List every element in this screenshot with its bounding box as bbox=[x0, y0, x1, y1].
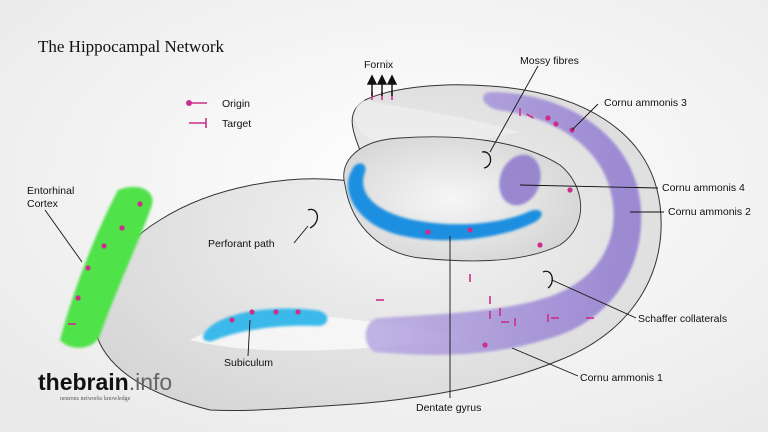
diagram-title: The Hippocampal Network bbox=[38, 37, 224, 56]
origin-dot bbox=[273, 309, 279, 315]
target-tick bbox=[526, 113, 534, 119]
bundle-rings bbox=[307, 151, 553, 289]
cornu-ammonis-2-label: Cornu ammonis 2 bbox=[668, 206, 751, 218]
origin-dot bbox=[229, 317, 235, 323]
origin-dot bbox=[137, 201, 143, 207]
schaffer-ring bbox=[542, 270, 553, 289]
cornu-ammonis-1-label: Cornu ammonis 1 bbox=[580, 372, 663, 384]
target-markers bbox=[68, 92, 594, 326]
fornix-label: Fornix bbox=[364, 59, 394, 71]
mossy-ring bbox=[481, 151, 492, 169]
origin-dot bbox=[553, 121, 559, 127]
dentate-gyrus-label: Dentate gyrus bbox=[416, 402, 481, 414]
legend: Origin Target bbox=[186, 98, 251, 130]
cornu-ammonis-4-label: Cornu ammonis 4 bbox=[662, 182, 745, 194]
origin-markers bbox=[75, 115, 575, 348]
origin-dot bbox=[467, 227, 473, 233]
logo-tagline: neurons networks knowledge bbox=[60, 396, 131, 402]
legend-origin-label: Origin bbox=[222, 98, 250, 110]
schaffer-collaterals-label: Schaffer collaterals bbox=[638, 313, 727, 325]
perforant-path-label: Perforant path bbox=[208, 238, 275, 250]
fornix-notch bbox=[354, 100, 520, 149]
origin-dot bbox=[537, 242, 543, 248]
entorhinal-cortex-label-line1: Entorhinal bbox=[27, 185, 74, 197]
subiculum-label: Subiculum bbox=[224, 357, 273, 369]
origin-dot bbox=[545, 115, 551, 121]
mossy-fibres-label: Mossy fibres bbox=[520, 55, 579, 67]
origin-dot bbox=[85, 265, 91, 271]
subiculum-region bbox=[203, 308, 328, 342]
dentate-gyrus-region bbox=[347, 163, 542, 241]
logo-text: thebrain.info bbox=[38, 369, 172, 395]
origin-dot bbox=[249, 309, 255, 315]
origin-dot bbox=[101, 243, 107, 249]
origin-dot bbox=[119, 225, 125, 231]
origin-dot bbox=[295, 309, 301, 315]
cornu-ammonis-3-label: Cornu ammonis 3 bbox=[604, 97, 687, 109]
thebrain-info-logo: thebrain.info neurons networks knowledge bbox=[38, 369, 172, 402]
origin-dot bbox=[75, 295, 81, 301]
entorhinal-cortex-label-line2: Cortex bbox=[27, 198, 59, 210]
origin-dot bbox=[482, 342, 488, 348]
fornix-arrows bbox=[366, 74, 398, 96]
origin-dot bbox=[425, 229, 431, 235]
perforant-ring bbox=[307, 208, 318, 229]
cornu-ammonis-4-region bbox=[499, 154, 541, 206]
origin-dot bbox=[567, 187, 573, 193]
leader-lines bbox=[44, 65, 664, 398]
entorhinal-cortex-region bbox=[60, 186, 153, 348]
legend-target-label: Target bbox=[222, 118, 251, 130]
